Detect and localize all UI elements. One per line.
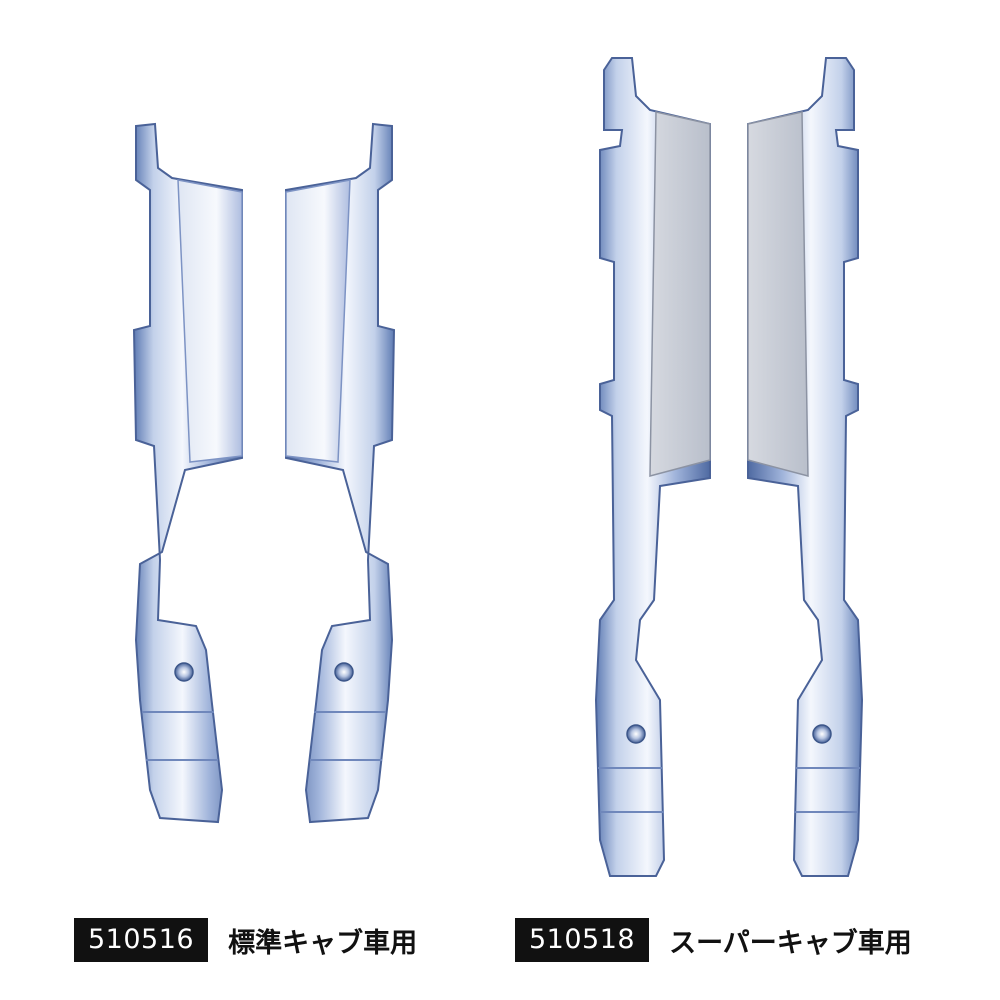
product-application-label: スーパーキャブ車用 — [669, 927, 912, 959]
bolt-hole-icon — [626, 724, 646, 744]
trim-part-510516-right — [285, 122, 396, 824]
bolt-hole-icon — [334, 662, 354, 682]
product-application-label: 標準キャブ車用 — [228, 927, 418, 959]
product-caption-510518: 510518 スーパーキャブ車用 — [515, 918, 912, 962]
bolt-hole-icon — [174, 662, 194, 682]
product-code-badge: 510518 — [515, 918, 650, 962]
bolt-hole-icon — [812, 724, 832, 744]
product-code-badge: 510516 — [74, 918, 209, 962]
trim-part-510518-right — [747, 57, 864, 877]
trim-part-510516-left — [132, 122, 243, 824]
trim-part-510518-left — [594, 57, 711, 877]
product-caption-510516: 510516 標準キャブ車用 — [74, 918, 417, 962]
